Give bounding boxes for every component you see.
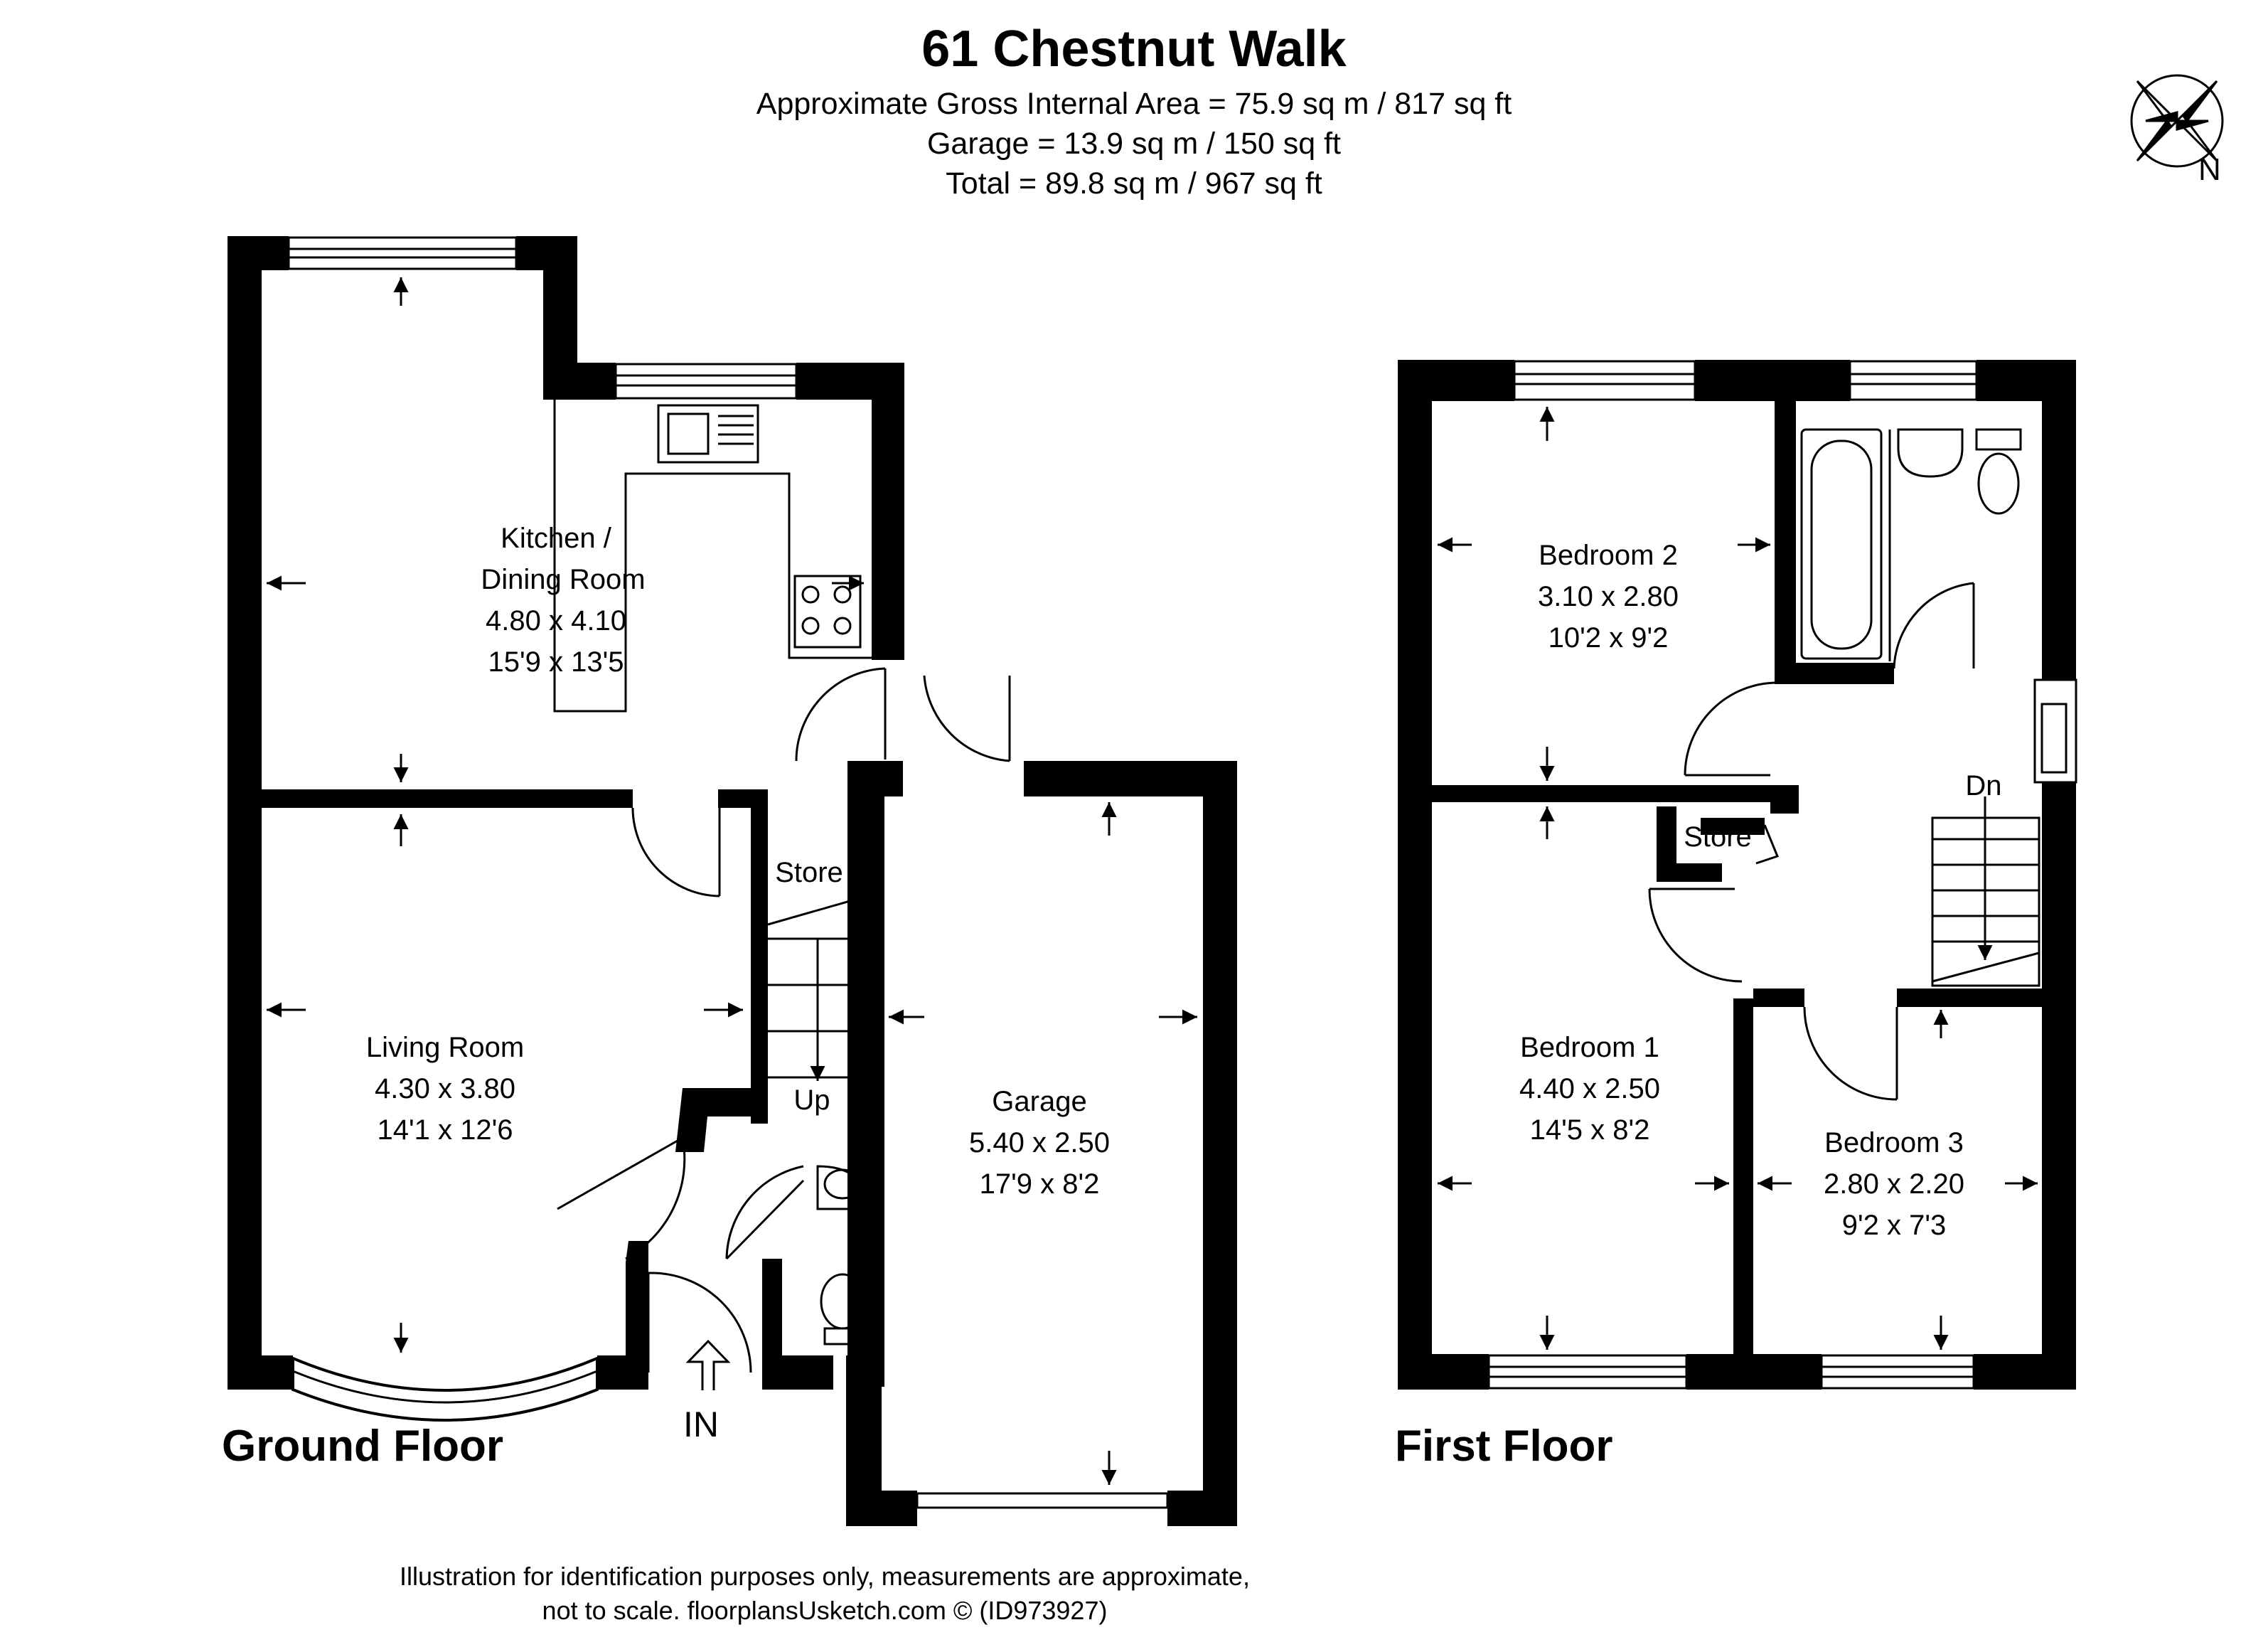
bedroom1-metric: 4.40 x 2.50: [1519, 1073, 1660, 1104]
garage-imperial: 17'9 x 8'2: [980, 1168, 1100, 1200]
ground-floor-label: Ground Floor: [222, 1422, 504, 1471]
first-floor-walls: [1398, 360, 2076, 1390]
kitchen-units: [553, 400, 872, 713]
bathroom-fixtures: [1800, 428, 2022, 661]
stairs-down-label: Dn: [1965, 770, 2001, 801]
stairs-up-label: Up: [793, 1085, 830, 1116]
first-floor-windows: [1487, 360, 1978, 1390]
living-room-metric: 4.30 x 3.80: [375, 1073, 515, 1104]
toilet-icon: [1975, 428, 2022, 451]
living-room-label: Living Room: [366, 1032, 524, 1063]
ground-floor-stairs: [767, 895, 868, 1081]
kitchen-metric: 4.80 x 4.10: [486, 605, 626, 636]
bedroom2-label: Bedroom 2: [1539, 540, 1678, 571]
bedroom1-imperial: 14'5 x 8'2: [1530, 1114, 1650, 1146]
ground-floor-walls: [228, 236, 1237, 1526]
kitchen-label-line1: Kitchen /: [501, 523, 612, 554]
wc-fixtures: [816, 1165, 869, 1345]
first-store-label: Store: [1684, 821, 1752, 853]
bay-window: [291, 1355, 599, 1422]
north-label: N: [2198, 152, 2221, 187]
compass-icon: [2130, 74, 2224, 168]
bedroom3-label: Bedroom 3: [1824, 1127, 1964, 1158]
kitchen-label-line2: Dining Room: [481, 564, 645, 595]
bedroom2-imperial: 10'2 x 9'2: [1548, 622, 1669, 654]
first-floor-dimension-arrows: [1438, 407, 2038, 1350]
ground-floor-windows: [287, 236, 1169, 1509]
garage-label: Garage: [992, 1086, 1086, 1117]
entrance-arrow-icon: [685, 1339, 731, 1390]
hob-icon: [793, 575, 862, 649]
bedroom2-metric: 3.10 x 2.80: [1538, 581, 1679, 612]
bedroom1-label: Bedroom 1: [1520, 1032, 1659, 1063]
bath-icon: [1800, 428, 1883, 660]
gross-area-text: Approximate Gross Internal Area = 75.9 s…: [756, 87, 1512, 121]
first-floor-doors: [1648, 582, 1975, 1101]
sink-icon: [657, 404, 759, 464]
entrance-label: IN: [683, 1405, 719, 1444]
garage-metric: 5.40 x 2.50: [969, 1127, 1110, 1158]
bedroom3-metric: 2.80 x 2.20: [1824, 1168, 1964, 1200]
kitchen-imperial: 15'9 x 13'5: [488, 646, 624, 678]
ground-floor-doors: [557, 667, 1011, 1373]
bedroom3-imperial: 9'2 x 7'3: [1842, 1210, 1946, 1241]
ground-store-label: Store: [775, 857, 843, 888]
living-room-imperial: 14'1 x 12'6: [378, 1114, 513, 1146]
disclaimer-line1: Illustration for identification purposes…: [400, 1562, 1250, 1591]
ground-floor-dimension-arrows: [267, 277, 1197, 1485]
first-floor-label: First Floor: [1395, 1422, 1613, 1471]
basin-icon: [1897, 428, 1964, 478]
garage-area-text: Garage = 13.9 sq m / 150 sq ft: [926, 127, 1342, 161]
total-area-text: Total = 89.8 sq m / 967 sq ft: [946, 166, 1322, 201]
first-floor-stairs: [1931, 796, 2040, 987]
plan-title: 61 Chestnut Walk: [921, 21, 1347, 78]
disclaimer-line2: not to scale. floorplansUsketch.com © (I…: [542, 1596, 1108, 1625]
